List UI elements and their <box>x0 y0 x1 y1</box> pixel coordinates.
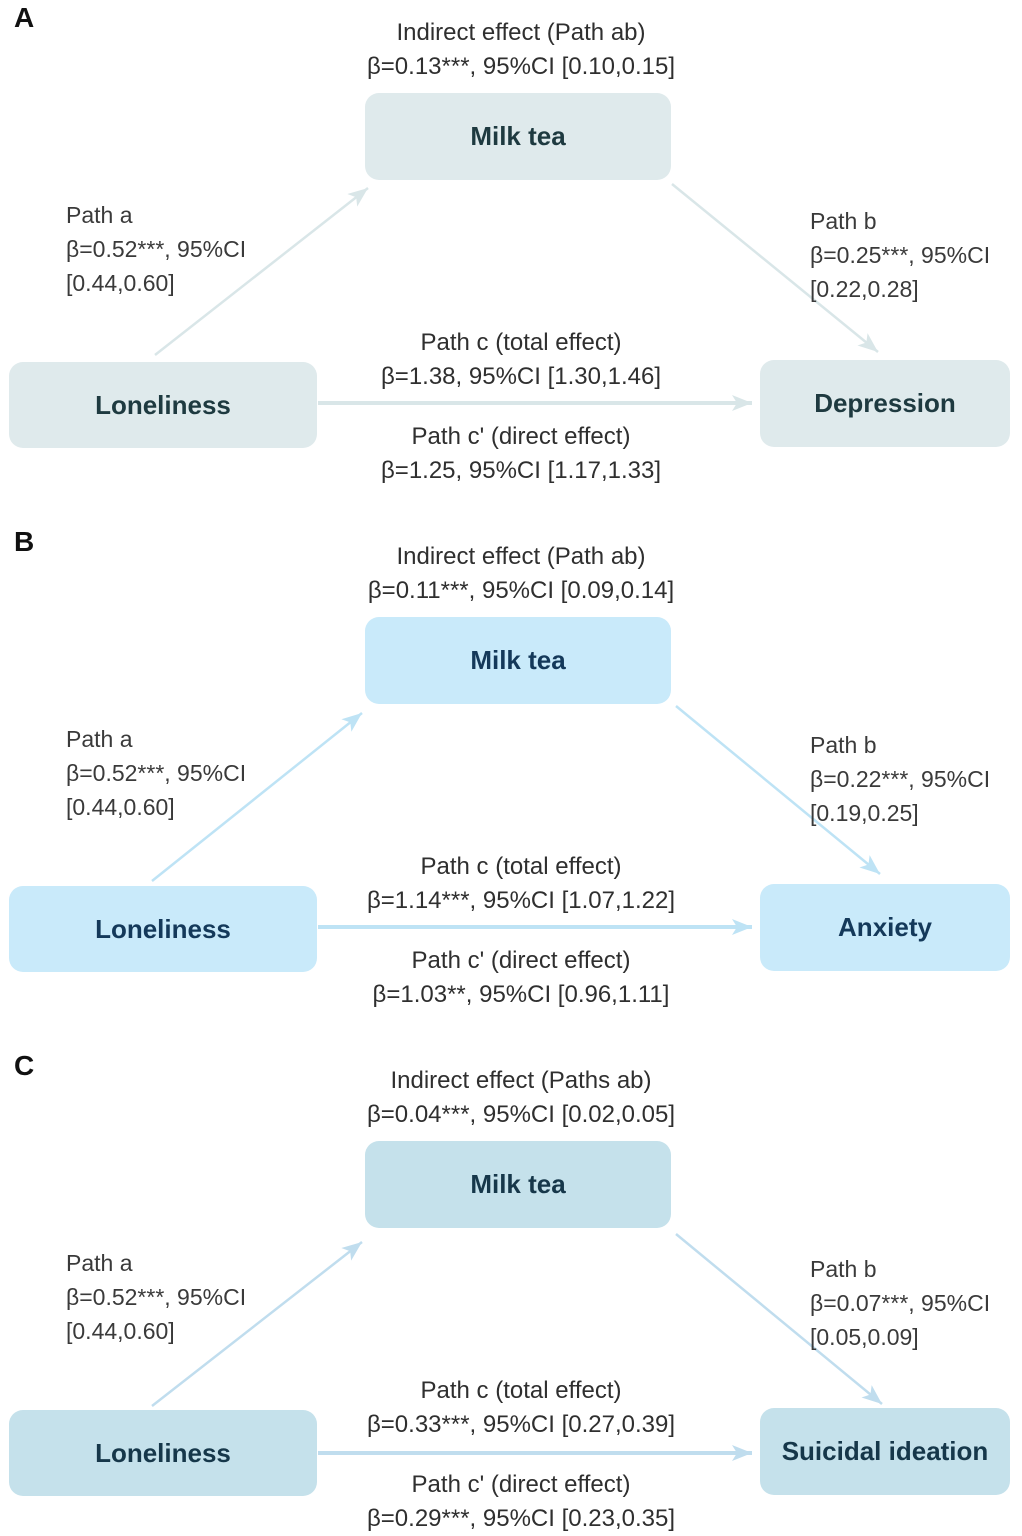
indirect-effect-block: Indirect effect (Path ab) β=0.13***, 95%… <box>211 16 831 84</box>
path-c-label: Path c (total effect) <box>420 329 622 356</box>
indirect-effect-block: Indirect effect (Paths ab) β=0.04***, 95… <box>211 1064 831 1132</box>
path-c-annotation: Path c (total effect) β=1.38, 95%CI [1.3… <box>211 326 831 394</box>
path-b-ci: [0.05,0.09] <box>810 1324 919 1350</box>
path-a-annotation: Path a β=0.52***, 95%CI [0.44,0.60] <box>66 722 246 824</box>
outcome-box: Depression <box>760 360 1010 447</box>
path-a-label: Path a <box>66 1250 133 1276</box>
path-b-stat: β=0.07***, 95%CI <box>810 1290 991 1316</box>
mediator-box: Milk tea <box>365 93 671 180</box>
panel-a: A Indirect effect (Path ab) β=0.13***, 9… <box>0 0 1022 524</box>
indirect-effect-title: Indirect effect (Path ab) <box>396 543 646 570</box>
path-a-ci: [0.44,0.60] <box>66 794 175 820</box>
path-b-stat: β=0.25***, 95%CI <box>810 242 991 268</box>
indirect-effect-stat: β=0.04***, 95%CI [0.02,0.05] <box>366 1101 675 1128</box>
path-a-arrow <box>154 187 369 356</box>
panel-label: C <box>14 1050 35 1081</box>
panel-c: C Indirect effect (Paths ab) β=0.04***, … <box>0 1048 1022 1532</box>
indirect-effect-stat: β=0.11***, 95%CI [0.09,0.14] <box>367 577 675 604</box>
path-c-prime-label: Path c' (direct effect) <box>411 947 631 974</box>
path-c-stat: β=0.33***, 95%CI [0.27,0.39] <box>366 1411 675 1438</box>
path-b-annotation: Path b β=0.25***, 95%CI [0.22,0.28] <box>810 204 990 306</box>
path-c-prime-annotation: Path c' (direct effect) β=0.29***, 95%CI… <box>211 1468 831 1536</box>
path-c-stat: β=1.14***, 95%CI [1.07,1.22] <box>366 887 675 914</box>
path-c-annotation: Path c (total effect) β=0.33***, 95%CI [… <box>211 1374 831 1442</box>
path-c-prime-label: Path c' (direct effect) <box>411 1471 631 1498</box>
path-a-label: Path a <box>66 726 133 752</box>
path-c-label: Path c (total effect) <box>420 1377 622 1404</box>
path-b-label: Path b <box>810 1256 877 1282</box>
path-c-prime-label: Path c' (direct effect) <box>411 423 631 450</box>
path-c-prime-stat: β=1.25, 95%CI [1.17,1.33] <box>381 457 661 484</box>
path-b-stat: β=0.22***, 95%CI <box>810 766 991 792</box>
path-a-annotation: Path a β=0.52***, 95%CI [0.44,0.60] <box>66 198 246 300</box>
path-a-stat: β=0.52***, 95%CI <box>66 760 247 786</box>
path-a-arrow <box>151 712 363 882</box>
mediator-box: Milk tea <box>365 1141 671 1228</box>
outcome-box: Suicidal ideation <box>760 1408 1010 1495</box>
indirect-effect-block: Indirect effect (Path ab) β=0.11***, 95%… <box>211 540 831 608</box>
panel-label: B <box>14 526 35 557</box>
path-arrows <box>151 1233 883 1461</box>
path-a-ci: [0.44,0.60] <box>66 270 175 296</box>
path-c-label: Path c (total effect) <box>420 853 622 880</box>
path-c-prime-annotation: Path c' (direct effect) β=1.03**, 95%CI … <box>211 944 831 1012</box>
path-c-prime-stat: β=1.03**, 95%CI [0.96,1.11] <box>372 981 670 1008</box>
path-c-annotation: Path c (total effect) β=1.14***, 95%CI [… <box>211 850 831 918</box>
path-a-ci: [0.44,0.60] <box>66 1318 175 1344</box>
predictor-box: Loneliness <box>9 362 317 448</box>
path-b-arrow <box>675 705 881 875</box>
indirect-effect-stat: β=0.13***, 95%CI [0.10,0.15] <box>366 53 675 80</box>
path-c-stat: β=1.38, 95%CI [1.30,1.46] <box>381 363 661 390</box>
path-c-prime-annotation: Path c' (direct effect) β=1.25, 95%CI [1… <box>211 420 831 488</box>
path-a-label: Path a <box>66 202 133 228</box>
predictor-box: Loneliness <box>9 1410 317 1496</box>
path-b-arrow <box>671 183 879 353</box>
path-arrows <box>151 705 881 935</box>
predictor-box: Loneliness <box>9 886 317 972</box>
indirect-effect-title: Indirect effect (Path ab) <box>396 19 646 46</box>
path-a-stat: β=0.52***, 95%CI <box>66 1284 247 1310</box>
mediator-box: Milk tea <box>365 617 671 704</box>
path-b-annotation: Path b β=0.22***, 95%CI [0.19,0.25] <box>810 728 990 830</box>
path-b-ci: [0.19,0.25] <box>810 800 919 826</box>
path-b-ci: [0.22,0.28] <box>810 276 919 302</box>
path-a-stat: β=0.52***, 95%CI <box>66 236 247 262</box>
path-a-arrow <box>151 1241 363 1407</box>
panel-b: B Indirect effect (Path ab) β=0.11***, 9… <box>0 524 1022 1048</box>
path-b-arrow <box>675 1233 883 1405</box>
panel-label: A <box>14 2 35 33</box>
path-b-label: Path b <box>810 732 877 758</box>
path-b-label: Path b <box>810 208 877 234</box>
path-b-annotation: Path b β=0.07***, 95%CI [0.05,0.09] <box>810 1252 990 1354</box>
path-c-prime-stat: β=0.29***, 95%CI [0.23,0.35] <box>366 1505 675 1532</box>
indirect-effect-title: Indirect effect (Paths ab) <box>390 1067 652 1094</box>
path-arrows <box>154 183 879 411</box>
outcome-box: Anxiety <box>760 884 1010 971</box>
path-a-annotation: Path a β=0.52***, 95%CI [0.44,0.60] <box>66 1246 246 1348</box>
